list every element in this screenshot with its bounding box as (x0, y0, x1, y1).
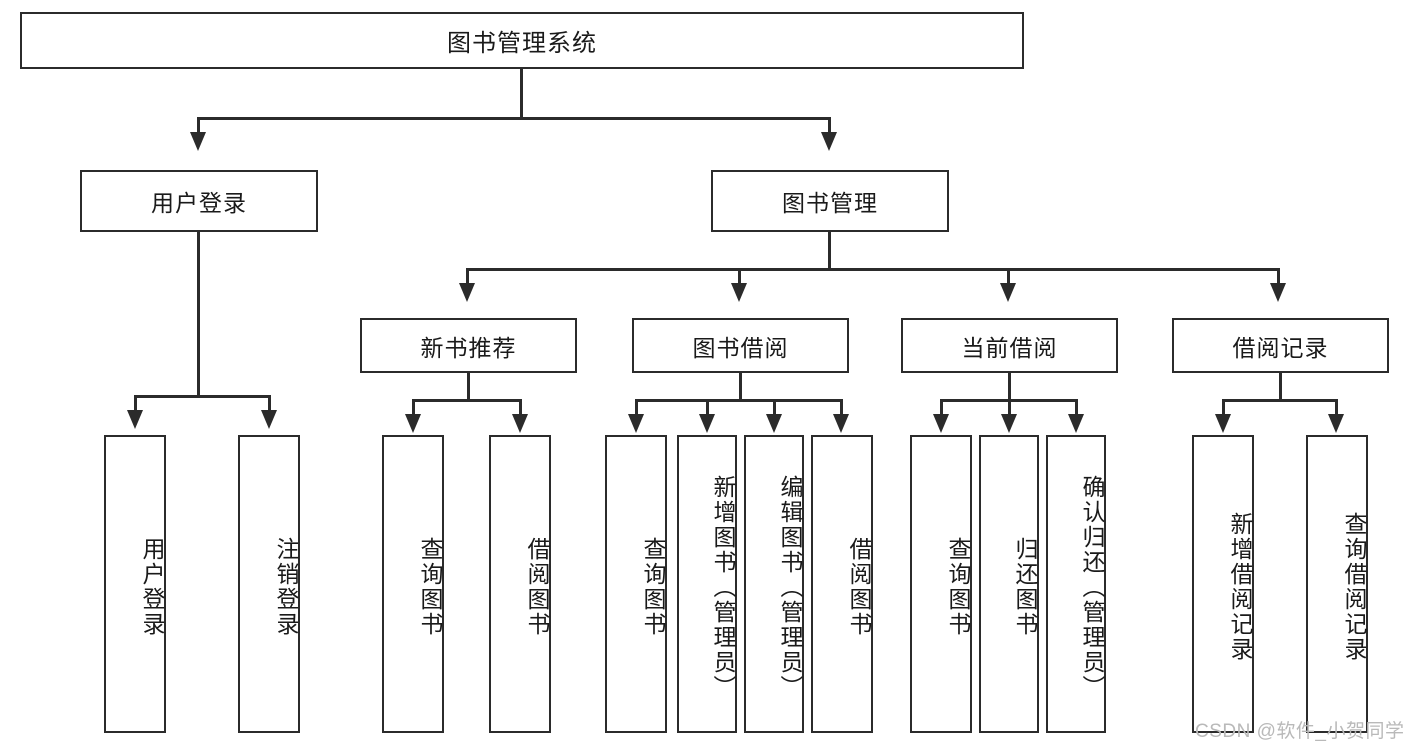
node-label: 确认归还（管理员） (1079, 474, 1105, 700)
node-label: 用户登录 (151, 190, 247, 216)
connector-bb-to-leaf-3 (773, 399, 776, 416)
node-label: 归还图书 (1012, 537, 1038, 637)
node-leaf-query-record[interactable]: 查询借阅记录 (1306, 435, 1368, 733)
connector-cb-stem (1008, 373, 1011, 401)
arrow-cb-to-leaf-1 (933, 414, 949, 433)
arrow-cb-to-leaf-3 (1068, 414, 1084, 433)
arrow-bb-to-leaf-1 (628, 414, 644, 433)
connector-user-login-to-leaf-1 (134, 395, 137, 412)
node-label: 新增图书（管理员） (710, 474, 736, 700)
node-label: 注销登录 (273, 537, 299, 637)
node-label: 查询借阅记录 (1341, 512, 1367, 662)
arrow-bm-to-new-book (459, 283, 475, 302)
connector-br-bus (1222, 399, 1338, 402)
connector-bb-bus (635, 399, 843, 402)
node-leaf-logout-login[interactable]: 注销登录 (238, 435, 300, 733)
connector-bm-to-borrow-record (1277, 268, 1280, 285)
node-leaf-query-book-2[interactable]: 查询图书 (605, 435, 667, 733)
node-current-borrow[interactable]: 当前借阅 (901, 318, 1118, 373)
connector-br-stem (1279, 373, 1282, 401)
connector-nbr-bus (412, 399, 522, 402)
arrow-user-login-to-leaf-2 (261, 410, 277, 429)
connector-user-login-to-leaf-2 (268, 395, 271, 412)
connector-root-to-user-login (197, 117, 200, 134)
node-user-login[interactable]: 用户登录 (80, 170, 318, 232)
connector-cb-to-leaf-1 (940, 399, 943, 416)
node-leaf-user-login[interactable]: 用户登录 (104, 435, 166, 733)
connector-bb-to-leaf-1 (635, 399, 638, 416)
node-leaf-borrow-book-1[interactable]: 借阅图书 (489, 435, 551, 733)
node-root-book-management-system[interactable]: 图书管理系统 (20, 12, 1024, 69)
node-leaf-edit-book[interactable]: 编辑图书（管理员） (744, 435, 804, 733)
connector-bb-stem (739, 373, 742, 401)
node-label: 查询图书 (417, 537, 443, 637)
connector-bb-to-leaf-4 (840, 399, 843, 416)
connector-user-login-stem (197, 232, 200, 398)
connector-nbr-to-leaf-1 (412, 399, 415, 416)
connector-root-stem (520, 69, 523, 117)
node-label: 图书管理 (782, 190, 878, 216)
connector-cb-to-leaf-2 (1008, 399, 1011, 416)
node-leaf-borrow-book-2[interactable]: 借阅图书 (811, 435, 873, 733)
arrow-br-to-leaf-2 (1328, 414, 1344, 433)
arrow-bb-to-leaf-4 (833, 414, 849, 433)
arrow-bm-to-borrow-record (1270, 283, 1286, 302)
node-book-borrow[interactable]: 图书借阅 (632, 318, 849, 373)
node-new-book-recommend[interactable]: 新书推荐 (360, 318, 577, 373)
node-label: 新书推荐 (420, 334, 517, 361)
node-label: 借阅图书 (524, 537, 550, 637)
connector-bm-to-current-borrow (1007, 268, 1010, 285)
arrow-root-to-user-login (190, 132, 206, 151)
node-leaf-query-book-1[interactable]: 查询图书 (382, 435, 444, 733)
watermark-credit: CSDN @软件_小贺同学 (1195, 721, 1405, 742)
node-label: 编辑图书（管理员） (777, 474, 803, 700)
arrow-user-login-to-leaf-1 (127, 410, 143, 429)
connector-br-to-leaf-1 (1222, 399, 1225, 416)
node-label: 新增借阅记录 (1227, 512, 1253, 662)
node-leaf-return-book[interactable]: 归还图书 (979, 435, 1039, 733)
node-label: 当前借阅 (961, 334, 1058, 361)
arrow-bb-to-leaf-2 (699, 414, 715, 433)
connector-nbr-stem (467, 373, 470, 401)
connector-user-login-bus (134, 395, 270, 398)
connector-root-to-book-management (828, 117, 831, 134)
node-label: 图书管理系统 (447, 30, 597, 57)
node-borrow-record[interactable]: 借阅记录 (1172, 318, 1389, 373)
node-label: 图书借阅 (692, 334, 789, 361)
node-label: 用户登录 (139, 537, 165, 637)
connector-nbr-to-leaf-2 (519, 399, 522, 416)
arrow-bb-to-leaf-3 (766, 414, 782, 433)
arrow-nbr-to-leaf-1 (405, 414, 421, 433)
node-book-management[interactable]: 图书管理 (711, 170, 949, 232)
arrow-bm-to-book-borrow (731, 283, 747, 302)
node-leaf-add-record[interactable]: 新增借阅记录 (1192, 435, 1254, 733)
node-label: 借阅记录 (1232, 334, 1329, 361)
connector-br-to-leaf-2 (1335, 399, 1338, 416)
connector-root-bus (197, 117, 831, 120)
connector-bm-to-new-book (466, 268, 469, 285)
connector-book-management-stem (828, 232, 831, 270)
arrow-bm-to-current-borrow (1000, 283, 1016, 302)
arrow-nbr-to-leaf-2 (512, 414, 528, 433)
connector-cb-to-leaf-3 (1075, 399, 1078, 416)
arrow-cb-to-leaf-2 (1001, 414, 1017, 433)
arrow-br-to-leaf-1 (1215, 414, 1231, 433)
arrow-root-to-book-management (821, 132, 837, 151)
node-leaf-query-book-3[interactable]: 查询图书 (910, 435, 972, 733)
node-leaf-add-book[interactable]: 新增图书（管理员） (677, 435, 737, 733)
node-leaf-confirm-return[interactable]: 确认归还（管理员） (1046, 435, 1106, 733)
connector-book-management-bus (466, 268, 1279, 271)
node-label: 查询图书 (945, 537, 971, 637)
connector-bm-to-book-borrow (738, 268, 741, 285)
node-label: 借阅图书 (846, 537, 872, 637)
node-label: 查询图书 (640, 537, 666, 637)
connector-bb-to-leaf-2 (706, 399, 709, 416)
